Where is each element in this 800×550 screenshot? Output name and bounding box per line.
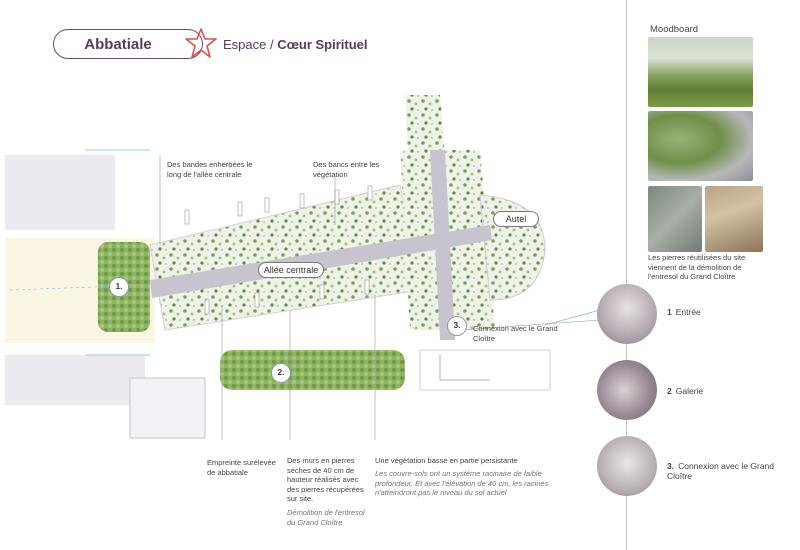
connector-line — [545, 309, 601, 326]
star-icon — [185, 28, 217, 58]
marker-3: 3. — [447, 316, 467, 336]
stone-wall-hedge — [220, 350, 405, 390]
moodboard-image-stone — [648, 186, 702, 252]
space-prefix: Espace / — [223, 37, 274, 52]
annotation-vegetation: Une végétation basse en partie persistan… — [375, 456, 518, 465]
building-block — [5, 155, 115, 230]
annotation-couvre-sols: Les couvre-sols ont un système racinaire… — [375, 469, 549, 497]
moodboard-image-stone-wall — [705, 186, 763, 252]
step-connexion: 3.Connexion avec le Grand Cloître — [667, 461, 800, 481]
annotation-bandes: Des bandes enherbées le long de l'allée … — [167, 160, 253, 179]
step-image-galerie — [597, 360, 657, 420]
step-label: Entrée — [675, 307, 701, 317]
central-alley — [150, 225, 492, 298]
step-label: Connexion avec le Grand Cloître — [667, 461, 775, 481]
marker-1: 1. — [109, 277, 129, 297]
space-name: Cœur Spirituel — [277, 37, 368, 52]
step-number: 2 — [667, 386, 672, 396]
allee-centrale-label: Allée centrale — [258, 262, 324, 278]
transept-alley — [430, 150, 455, 340]
north-arm — [405, 95, 445, 155]
cloister-connection — [419, 349, 551, 391]
building-block — [5, 355, 145, 405]
moodboard-title: Moodboard — [650, 24, 699, 35]
annotation-demolition: Démolition de l'entresol du Grand Cloîtr… — [287, 508, 365, 527]
site-plan — [5, 95, 600, 440]
moodboard-caption: Les pierres réutilisées du site viennent… — [648, 253, 746, 281]
step-number: 3. — [667, 461, 675, 471]
steps-block — [129, 377, 206, 439]
annotation-bancs: Des bancs entre les végétation — [313, 160, 380, 179]
title-pill: Abbatiale — [53, 29, 203, 59]
moodboard-image-groundcover — [648, 111, 753, 181]
benches — [184, 185, 373, 315]
space-subtitle: Espace / Cœur Spirituel — [223, 37, 368, 52]
step-number: 1 — [667, 307, 672, 317]
marker-2: 2. — [271, 363, 291, 383]
column-divider — [626, 0, 627, 550]
step-image-entree — [597, 284, 657, 344]
step-image-connexion — [597, 436, 657, 496]
step-label: Galerie — [675, 386, 704, 396]
moodboard-image-alley — [648, 37, 753, 107]
annotation-murs: Des murs en pierres sèches de 40 cm de h… — [287, 456, 364, 503]
leader-lines — [159, 155, 600, 440]
annotation-empreinte: Empreinte surélevée de abbatiale — [207, 458, 276, 477]
autel-label: Autel — [493, 211, 539, 227]
page-title: Abbatiale — [84, 36, 152, 53]
annotation-connexion: Connexion avec le Grand Cloître — [473, 324, 558, 343]
